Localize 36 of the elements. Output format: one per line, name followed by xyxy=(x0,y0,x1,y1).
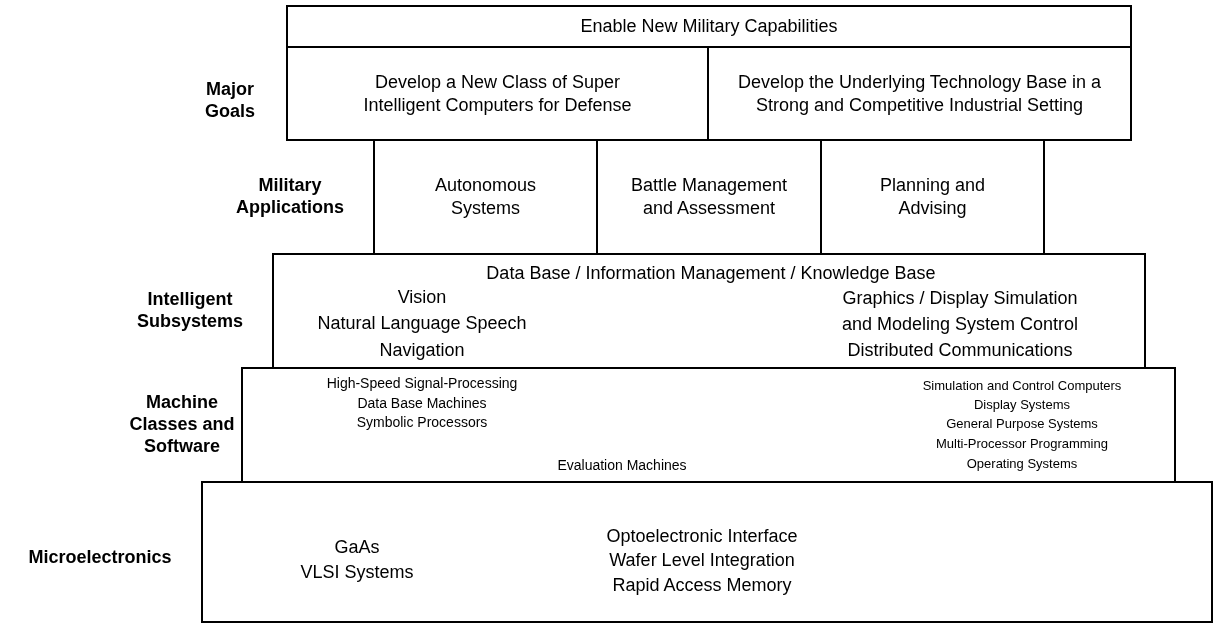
box-text: Planning and Advising xyxy=(878,174,987,220)
box-text: Enable New Military Capabilities xyxy=(580,15,838,38)
layer-box xyxy=(272,253,1146,369)
list-item: Vision xyxy=(397,286,447,308)
row-label: Intelligent Subsystems xyxy=(135,288,245,332)
list-item: and Modeling System Control xyxy=(841,313,1079,335)
layer-box xyxy=(241,367,1176,483)
list-item: Operating Systems xyxy=(966,455,1078,471)
row-label: Military Applications xyxy=(235,174,345,218)
list-item: Rapid Access Memory xyxy=(612,574,792,596)
layer-box xyxy=(201,481,1213,623)
row-label: Major Goals xyxy=(204,78,256,122)
list-item: Navigation xyxy=(379,339,465,361)
list-item: Graphics / Display Simulation xyxy=(842,287,1078,309)
row-label: Machine Classes and Software xyxy=(128,391,236,457)
box-text: Autonomous Systems xyxy=(433,174,538,220)
list-item: Distributed Communications xyxy=(847,339,1073,361)
list-item: Display Systems xyxy=(973,396,1071,412)
list-item: GaAs xyxy=(334,536,380,558)
list-item: Multi-Processor Programming xyxy=(936,435,1108,451)
box-text: Develop a New Class of Super Intelligent Computers for Defense xyxy=(362,70,633,117)
list-item: High-Speed Signal-Processing xyxy=(326,375,518,391)
list-item: Data Base / Information Management / Knowledge Base xyxy=(486,262,936,284)
list-item: VLSI Systems xyxy=(300,561,414,583)
layer-box xyxy=(286,5,1132,48)
list-item: Optoelectronic Interface xyxy=(606,525,798,547)
row-label: Microelectronics xyxy=(27,546,173,568)
list-item: Wafer Level Integration xyxy=(609,549,795,571)
list-item: Natural Language Speech xyxy=(317,312,527,334)
box-text: Develop the Underlying Technology Base in a Strong and Competitive Industrial Setting xyxy=(737,70,1102,117)
box-text: Battle Management and Assessment xyxy=(629,174,789,220)
list-item: Simulation and Control Computers xyxy=(922,377,1122,393)
list-item: Data Base Machines xyxy=(357,395,487,411)
list-item: Symbolic Processors xyxy=(356,414,488,430)
list-item: Evaluation Machines xyxy=(557,457,687,473)
list-item: General Purpose Systems xyxy=(946,415,1098,431)
